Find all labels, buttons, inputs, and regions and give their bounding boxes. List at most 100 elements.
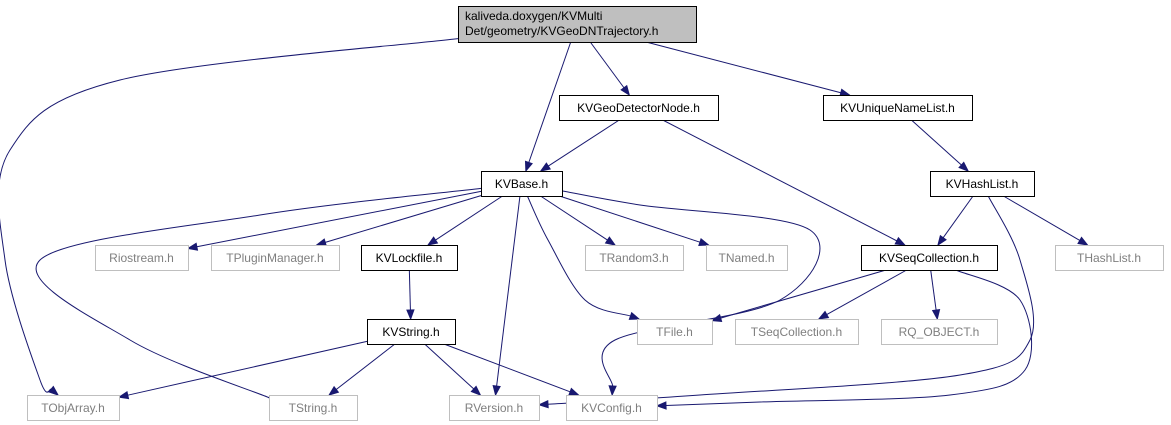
edge-kvstring-to-rversion [424,343,482,396]
edge-hashlist-to-rversion [537,195,1035,409]
edge-line [1003,195,1081,241]
node-rversion: RVersion.h [449,395,540,421]
arrowhead-icon [426,236,439,246]
node-seqcoll[interactable]: KVSeqCollection.h [861,245,998,271]
node-lockfile[interactable]: KVLockfile.h [361,245,458,271]
graph-nodes: kaliveda.doxygen/KVMultiDet/geometry/KVG… [27,6,1164,421]
edge-line [335,343,396,390]
node-trandom3: TRandom3.h [585,245,684,271]
edge-kvbase-to-tplugin [315,195,482,247]
node-label: kaliveda.doxygen/KVMulti [465,9,602,23]
node-root[interactable]: kaliveda.doxygen/KVMultiDet/geometry/KVG… [458,6,697,43]
arrowhead-icon [894,236,907,246]
edge-line [435,195,503,241]
node-box [269,395,358,421]
arrowhead-icon [406,309,415,321]
arrowhead-icon [568,387,580,396]
arrowhead-icon [117,390,130,400]
node-box [566,395,658,421]
edge-line [720,269,887,319]
node-box [930,171,1035,197]
node-hashlist[interactable]: KVHashList.h [930,171,1035,197]
edge-line [528,41,572,163]
node-box [585,245,684,271]
edge-line [826,269,907,316]
node-box [559,95,719,121]
edge-seqcoll-to-tseqcoll [817,269,907,320]
arrowhead-icon [470,385,482,396]
edge-hashlist-to-thashlist [1003,195,1089,246]
edge-seqcoll-to-rqobject [930,269,941,321]
arrowhead-icon [604,236,617,246]
node-label: TObjArray.h [41,401,105,415]
node-label: TPluginManager.h [226,251,323,265]
node-box [95,245,189,271]
edge-kvbase-to-tstring [35,187,482,404]
edge-line [0,38,459,393]
arrowhead-icon [537,399,549,409]
edge-line [35,187,482,404]
node-label: KVSeqCollection.h [879,251,979,265]
node-box [458,6,697,43]
edge-line [942,195,974,238]
node-geodet[interactable]: KVGeoDetectorNode.h [559,95,719,121]
node-thashlist: THashList.h [1055,245,1164,271]
edge-kvbase-to-trandom3 [540,195,617,246]
edge-line [547,195,1035,405]
edge-kvbase-to-tfile [526,195,641,320]
node-kvconfig: KVConfig.h [566,395,658,421]
arrowhead-icon [608,385,617,397]
edge-kvstring-to-tstring [328,343,396,396]
node-box [481,171,563,197]
edge-line [196,190,482,248]
edge-root-to-uniq [645,41,851,97]
node-box [367,319,456,345]
edge-kvbase-to-lockfile [426,195,503,246]
node-label: TString.h [289,401,338,415]
node-tnamed: TNamed.h [706,245,788,271]
edge-line [424,343,475,390]
node-box [637,319,713,345]
edge-root-to-geodet [589,41,631,97]
node-kvstring[interactable]: KVString.h [367,319,456,345]
arrowhead-icon [937,234,947,247]
arrowhead-icon [1077,236,1089,246]
node-box [449,395,540,421]
node-box [361,245,458,271]
node-tobjarray: TObjArray.h [27,395,120,421]
node-label: Riostream.h [109,251,174,265]
edge-line [526,195,631,317]
edge-hashlist-to-seqcoll [937,195,974,247]
edge-geodet-to-seqcoll [662,119,907,246]
arrowhead-icon [698,238,710,247]
edge-line [325,195,482,243]
edge-line [496,195,521,387]
node-kvbase[interactable]: KVBase.h [481,171,563,197]
edge-kvbase-to-kvconfig [561,190,821,397]
node-uniq[interactable]: KVUniqueNameList.h [823,95,973,121]
arrowhead-icon [628,311,641,320]
node-tstring: TString.h [269,395,358,421]
edge-line [561,190,821,387]
node-riostream: Riostream.h [95,245,189,271]
node-tplugin: TPluginManager.h [211,245,340,271]
edge-line [548,119,620,167]
edge-lockfile-to-kvstring [406,269,415,321]
node-rqobject: RQ_OBJECT.h [881,319,998,345]
arrowhead-icon [931,309,941,321]
arrowhead-icon [655,401,667,410]
edge-line [645,41,841,94]
node-label: KVBase.h [495,177,548,191]
edge-geodet-to-kvbase [539,119,620,172]
node-box [881,319,998,345]
node-box [706,245,788,271]
edge-line [665,269,1033,406]
edge-line [408,269,411,311]
edge-line [930,269,937,311]
arrowhead-icon [710,313,723,323]
edge-line [443,343,571,393]
node-label: RVersion.h [465,401,523,415]
node-label: KVUniqueNameList.h [840,101,955,115]
edge-line [911,119,962,166]
